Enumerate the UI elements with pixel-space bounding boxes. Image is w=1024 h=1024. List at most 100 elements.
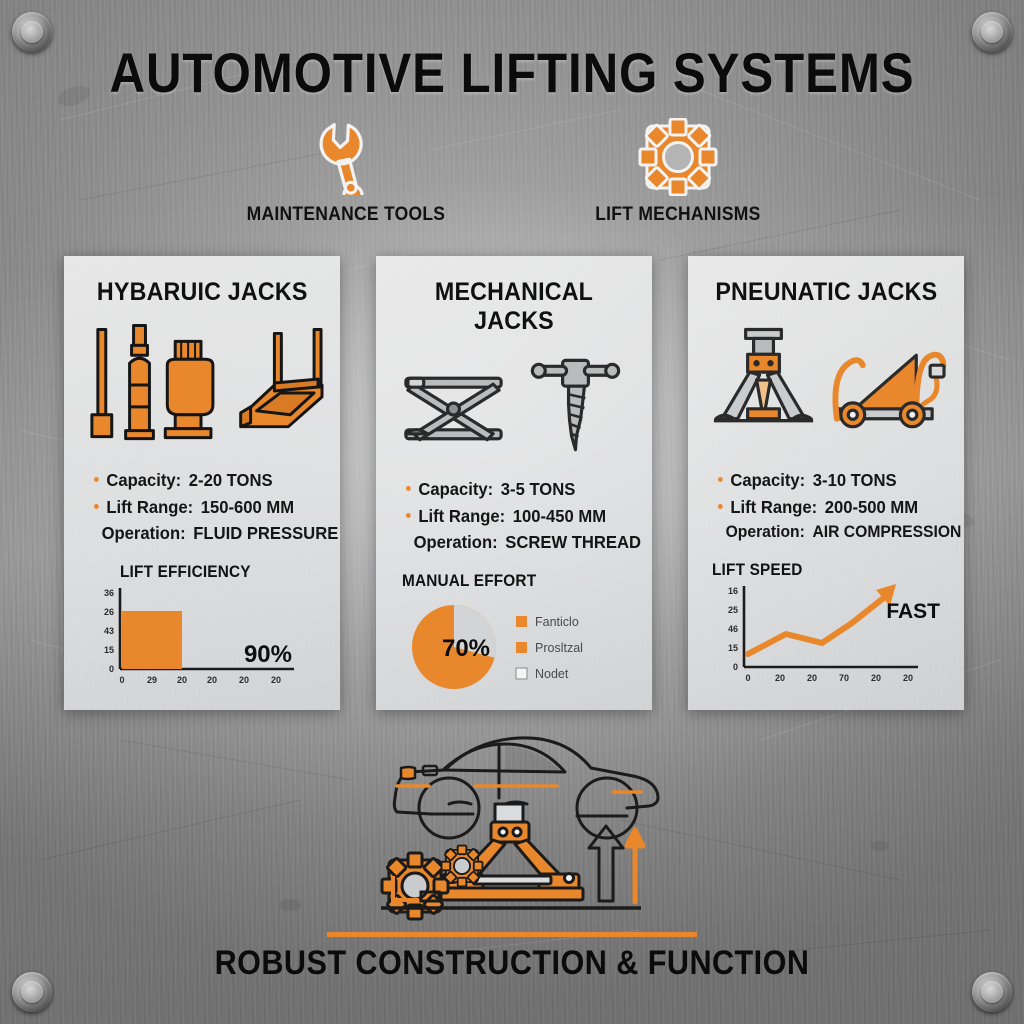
y-tick: 43 xyxy=(104,626,114,636)
bullet-dot xyxy=(94,503,99,509)
x-tick: 20 xyxy=(903,673,913,683)
corner-bolt-top-right xyxy=(972,12,1012,52)
gear-icon xyxy=(638,118,718,196)
spec-row: Operation: AIR COMPRESSION xyxy=(718,520,962,545)
line-series xyxy=(745,593,889,658)
spec-label: Lift Range: xyxy=(418,505,506,526)
x-tick: 20 xyxy=(207,675,217,685)
card-title: MECHANICAL JACKS xyxy=(434,278,594,335)
spec-value: 100-450 MM xyxy=(512,505,607,526)
legend-label: Prosltzal xyxy=(535,641,583,655)
chart-title: MANUAL EFFORT xyxy=(402,571,537,590)
spec-row: Operation: SCREW THREAD xyxy=(406,529,641,556)
spec-list: Capacity: 2-20 TONS Lift Range: 150-600 … xyxy=(80,467,339,547)
y-tick: 15 xyxy=(728,643,738,653)
chart-title: LIFT EFFICIENCY xyxy=(120,562,251,581)
y-tick: 25 xyxy=(728,605,738,615)
x-tick: 29 xyxy=(147,675,157,685)
hydraulic-jack-illustration xyxy=(80,313,324,463)
bullet-dot xyxy=(718,503,723,509)
card-title: PNEUNATIC JACKS xyxy=(715,278,937,306)
header-icon-row: MAINTENANCE TOOLS xyxy=(0,118,1024,226)
y-tick: 26 xyxy=(104,607,114,617)
line-chart: LIFT SPEED 16 25 46 15 0 FAST 0 20 20 xyxy=(704,561,948,700)
card-hydraulic-jacks[interactable]: HYBARUIC JACKS xyxy=(64,256,340,710)
spec-row: Lift Range: 100-450 MM xyxy=(406,503,619,530)
header-icon-maintenance-tools: MAINTENANCE TOOLS xyxy=(236,118,456,226)
corner-bolt-top-left xyxy=(12,12,52,52)
y-tick: 16 xyxy=(728,586,738,596)
spec-label: Capacity: xyxy=(106,470,182,490)
bullet-dot xyxy=(406,512,411,518)
y-tick: 36 xyxy=(104,588,114,598)
spec-value: AIR COMPRESSION xyxy=(812,523,962,542)
gear-icon xyxy=(380,844,484,921)
y-tick: 0 xyxy=(109,664,114,674)
page-title: AUTOMOTIVE LIFTING SYSTEMS xyxy=(109,41,915,104)
y-tick: 15 xyxy=(104,645,114,655)
spec-row: Lift Range: 200-500 MM xyxy=(718,494,931,521)
mechanical-jack-illustration xyxy=(392,342,636,472)
spec-label: Capacity: xyxy=(418,479,494,499)
spec-list: Capacity: 3-10 TONS Lift Range: 200-500 … xyxy=(704,467,962,545)
legend-swatch xyxy=(516,641,527,653)
pie-legend: Fanticlo Prosltzal Nodet xyxy=(515,615,583,681)
header-icon-lift-mechanisms: LIFT MECHANISMS xyxy=(568,118,788,226)
spec-row: Capacity: 3-10 TONS xyxy=(718,467,931,494)
spec-value: 200-500 MM xyxy=(824,496,919,517)
pneumatic-jack-illustration xyxy=(704,313,948,463)
pie-chart: MANUAL EFFORT 70% Fanticlo Prosltzal Nod… xyxy=(392,572,636,706)
spec-label: Operation: xyxy=(413,532,498,553)
spec-value: 2-20 TONS xyxy=(188,470,273,490)
spec-value: 150-600 MM xyxy=(200,496,295,517)
bullet-dot xyxy=(406,486,411,491)
spec-label: Operation: xyxy=(725,523,805,542)
chart-title: LIFT SPEED xyxy=(712,561,803,580)
spec-row: Capacity: 3-5 TONS xyxy=(406,476,619,503)
spec-label: Lift Range: xyxy=(106,496,194,517)
legend-label: Fanticlo xyxy=(535,615,579,629)
x-tick: 20 xyxy=(807,673,817,683)
corner-bolt-bottom-left xyxy=(12,972,52,1012)
x-tick: 20 xyxy=(271,675,281,685)
card-pneumatic-jacks[interactable]: PNEUNATIC JACKS xyxy=(688,256,964,710)
y-tick: 46 xyxy=(728,624,738,634)
x-tick: 20 xyxy=(177,675,187,685)
x-tick: 20 xyxy=(239,675,249,685)
spec-row: Lift Range: 150-600 MM xyxy=(94,494,307,521)
spec-value: SCREW THREAD xyxy=(505,532,642,553)
spec-value: 3-5 TONS xyxy=(500,479,576,499)
arrow-head-icon xyxy=(876,584,896,607)
wrench-icon xyxy=(307,118,385,196)
legend-swatch xyxy=(515,667,528,680)
x-tick: 0 xyxy=(745,673,750,683)
header-icon-label: MAINTENANCE TOOLS xyxy=(246,204,446,225)
y-tick: 0 xyxy=(733,662,738,672)
x-tick: 70 xyxy=(839,673,849,683)
pie-slice-secondary xyxy=(454,604,497,658)
header-icon-label: LIFT MECHANISMS xyxy=(595,204,761,225)
x-tick: 20 xyxy=(775,673,785,683)
bullet-dot xyxy=(718,477,723,482)
spec-row: Operation: FLUID PRESSURE xyxy=(94,520,339,547)
footer-caption: ROBUST CONSTRUCTION & FUNCTION xyxy=(214,944,810,982)
card-title: HYBARUIC JACKS xyxy=(96,278,308,306)
bullet-dot xyxy=(94,477,99,482)
bar xyxy=(122,610,182,669)
x-tick: 20 xyxy=(871,673,881,683)
spec-row: Capacity: 2-20 TONS xyxy=(94,467,307,494)
bar-value-label: 90% xyxy=(244,641,292,668)
card-row: HYBARUIC JACKS xyxy=(64,256,964,710)
card-mechanical-jacks[interactable]: MECHANICAL JACKS xyxy=(376,256,652,710)
bar-chart: LIFT EFFICIENCY 36 26 43 15 0 90% 0 29 2… xyxy=(80,563,324,700)
spec-label: Lift Range: xyxy=(730,496,818,517)
pie-center-label: 70% xyxy=(442,635,490,662)
arrow-up-icon xyxy=(587,824,646,905)
spec-label: Capacity: xyxy=(730,470,806,490)
corner-bolt-bottom-right xyxy=(972,972,1012,1012)
hero-illustration-car-on-jack xyxy=(0,726,1024,926)
x-tick: 0 xyxy=(119,675,124,685)
spec-list: Capacity: 3-5 TONS Lift Range: 100-450 M… xyxy=(392,476,641,556)
spec-label: Operation: xyxy=(101,523,186,544)
legend-swatch xyxy=(516,615,527,627)
